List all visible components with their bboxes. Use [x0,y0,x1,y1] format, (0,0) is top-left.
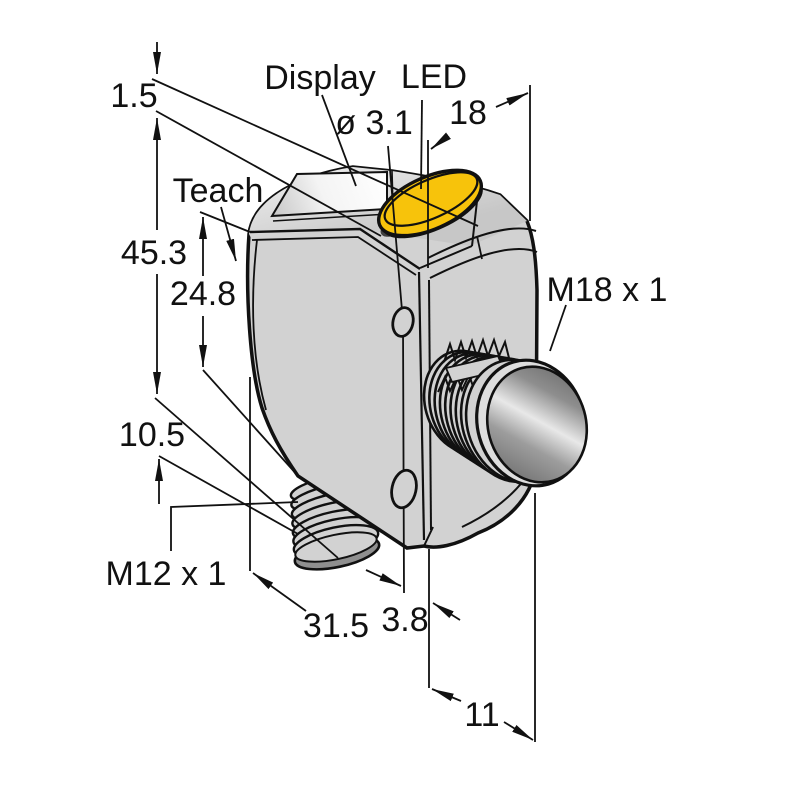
mounting-hole-lower [390,468,418,510]
m18-leader [549,304,567,352]
dim-lens-protrusion: 1.5 [110,77,157,115]
label-m18-thread: M18 x 1 [547,271,668,309]
front-top-chamfer [249,227,421,276]
dim-body-depth: 31.5 [303,607,369,645]
dimension-lines [151,42,567,742]
dim-top-width: 18 [449,94,487,132]
mounting-hole-upper [391,306,415,338]
label-hole-diameter: ø 3.1 [335,104,412,142]
dim-body-height: 24.8 [170,275,236,313]
display-window [270,170,388,218]
dim-overall-height: 45.3 [121,234,187,272]
display-window-bevel [272,213,389,222]
m18-barrel [422,336,589,488]
m18-lens-face [485,365,589,484]
label-teach: Teach [173,172,264,210]
thread-crests-top [443,336,510,364]
label-led: LED [401,58,467,96]
label-display: Display [264,59,375,97]
led-leader [420,99,423,190]
m12-leader [170,501,299,551]
display-leader [321,94,357,187]
label-m12-thread: M12 x 1 [106,555,227,593]
teach-leader [220,206,237,262]
dim-barrel-protrusion: 11 [464,696,499,734]
right-face-curves [427,227,538,528]
dim-connector-length: 10.5 [119,416,185,454]
dim-hole-edge-offset: 3.8 [381,601,428,639]
left-edge-curve [252,239,267,411]
